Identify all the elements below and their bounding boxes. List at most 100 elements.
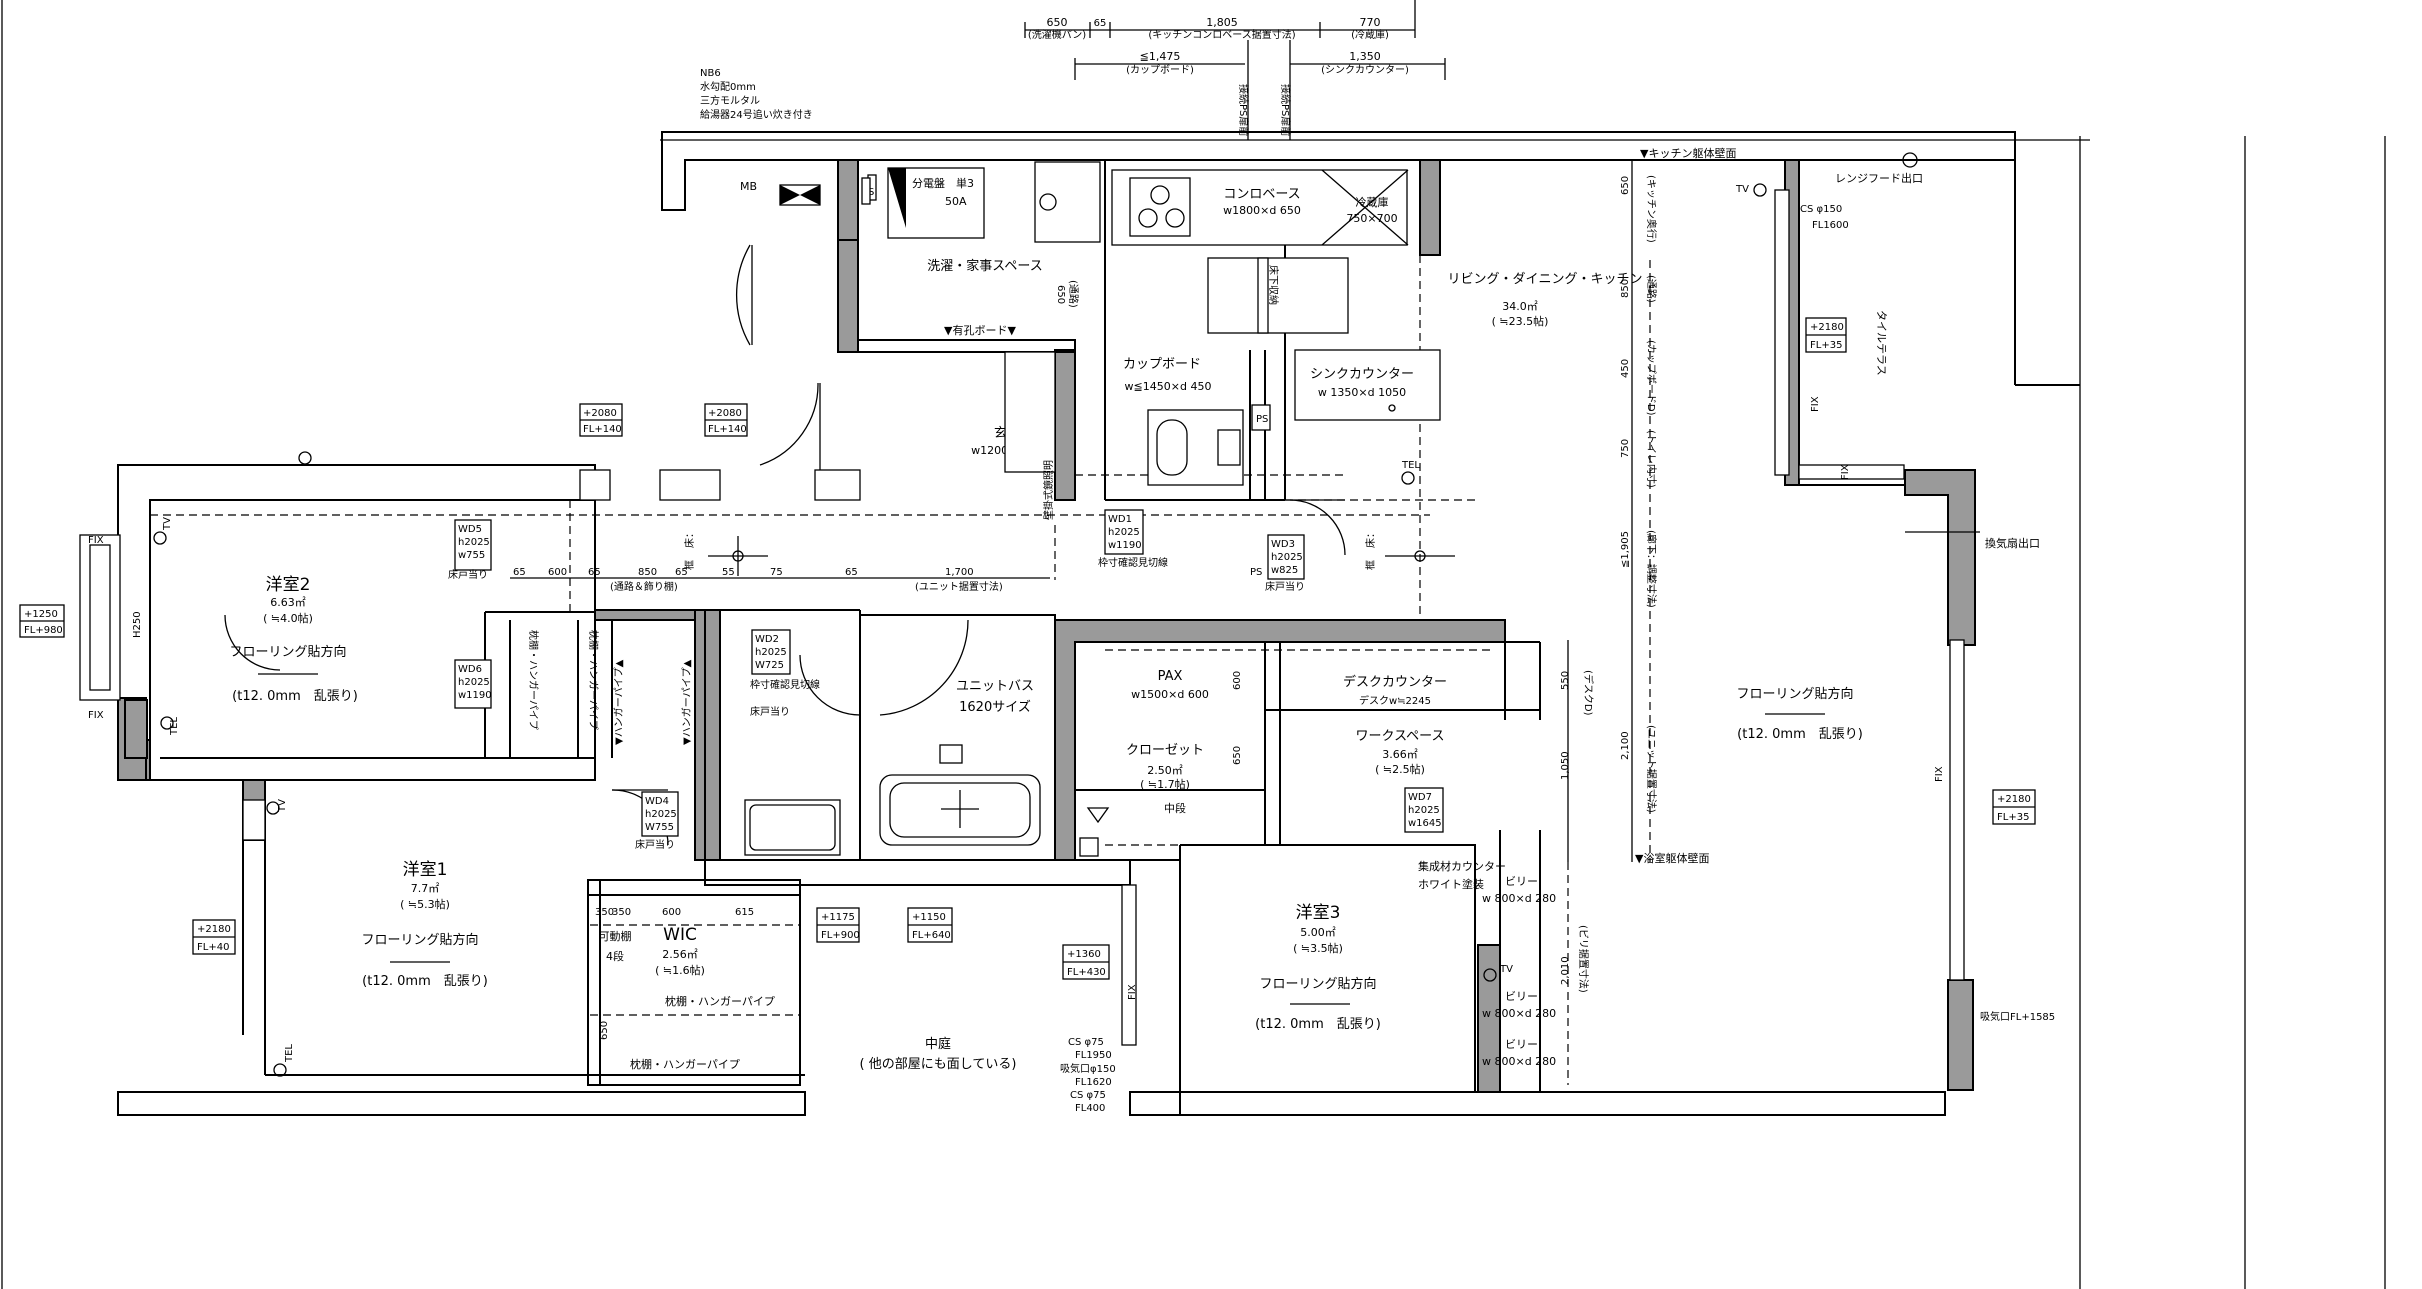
sink-size: w 1350×d 1050 [1318,386,1406,399]
level-8-a: +2180 [1810,322,1844,333]
closet-dim: 650 [1232,746,1243,765]
level-9-a: +2180 [1997,794,2031,805]
desk-shelf-2: ホワイト塗装 [1418,877,1484,891]
stove-size: w1800×d 650 [1223,204,1301,217]
room-tatami-y2: ( ≒4.0帖) [263,612,313,625]
wic-shelf2: 4段 [606,949,624,963]
courtyard-note: ( 他の部屋にも面している) [860,1057,1017,1072]
level-1-b: FL+140 [583,424,622,435]
door-wd3-note: 床戸当り [1265,580,1305,593]
floor-dir-y1: フローリング貼方向 [361,932,478,948]
rv-dim-7: 2,100 [1620,731,1631,760]
room-name-y1: 洋室1 [403,860,448,880]
pax-name: PAX [1158,669,1183,684]
room-workspace: ワークスペース 3.66㎡ ( ≒2.5帖) デスクカウンター デスクw≒224… [1343,674,1447,776]
door-wd4-w: W755 [645,822,674,833]
genkan-frame-2: 框 [1364,560,1377,570]
cv-dim-1: 1,050 [1560,751,1571,780]
level-3-a: +1250 [24,609,58,620]
closet-area: 2.50㎡ [1147,764,1183,777]
dim-sink: 1,350 [1349,50,1381,63]
wic-pipe2: 枕棚・ハンガーパイプ [630,1057,740,1071]
cs-center-6: FL400 [1075,1103,1105,1114]
floor-spec-y2: (t12. 0mm 乱張り) [232,689,358,704]
wic-dim-4: 615 [735,907,754,918]
rv-dim-4: 750 [1620,439,1631,458]
bath-wall-marker: ▼浴室躯体壁面 [1635,851,1709,865]
dim-top-3: 1,805 [1206,16,1238,29]
door-wd3-w: w825 [1271,565,1298,576]
door-wd7-w: w1645 [1408,818,1442,829]
rv-dim-1-note: (キッチン奥行) [1645,175,1658,243]
door-wd2-id: WD2 [755,634,779,645]
dim-top-2: 65 [1094,18,1107,29]
room-tatami-wic: ( ≒1.6帖) [655,964,705,977]
dim-top-4-note: (冷蔵庫) [1351,28,1389,41]
desk-shelf-1: 集成材カウンター [1418,859,1506,873]
corr-dim-2: 600 [548,567,567,578]
level-6-b: FL+640 [912,930,951,941]
dim-top-4: 770 [1360,16,1381,29]
top-dimensions: 650 (洗濯機パン) 65 1,805 (キッチンコンロベース据置寸法) 77… [1024,0,1446,140]
fix-4: FIX [1840,464,1851,480]
hanger-y2-1: 枕棚・ハンガーパイプ [527,630,540,730]
door-wd1-note: 枠寸確認見切線 [1098,556,1168,569]
cs-center-1: CS φ75 [1068,1037,1104,1048]
hanger-y2-2: 枕棚・ハンガーパイプ [587,630,600,730]
wic-dim-2: 350 [612,907,631,918]
floor-dir-y3: フローリング貼方向 [1259,976,1376,992]
rv-dim-5: ≦1,905 [1620,531,1631,568]
door-wd2-note2: 床戸当り [750,705,790,718]
level-tags: +2080 FL+140 +2080 FL+140 +1250 FL+980 +… [19,317,2036,980]
room-tatami-y3: ( ≒3.5帖) [1293,942,1343,955]
rv-dim-6-note: (デスクD) [1582,670,1595,716]
cs-center-2: FL1950 [1075,1050,1112,1061]
rv-dim-7-note: (ユニット据置寸法) [1645,725,1658,813]
level-4-b: FL+40 [197,942,229,953]
laundry-dim: 650 [1055,285,1066,304]
utility-note-4: 給湯器24号追い炊き付き [700,108,813,121]
door-wd6-id: WD6 [458,664,482,675]
corr-dim-5: 65 [675,567,688,578]
tel-1: TEL [169,717,180,736]
room-pax: PAX w1500×d 600 600 [1131,669,1243,701]
cupboard-name: カップボード [1123,357,1201,372]
wic-dim-v: 650 [599,1021,610,1040]
tv-3: TV [1499,964,1513,975]
wic-dim-3: 600 [662,907,681,918]
level-7-b: FL+430 [1067,967,1106,978]
hanger-left: ▼ハンガーパイプ▲ [613,659,625,745]
rv-dim-2-note: (通路) [1645,275,1658,303]
cv-dim-2: 2,010 [1560,956,1571,985]
workspace-tatami: ( ≒2.5帖) [1375,763,1425,776]
bath-size: 1620サイズ [959,699,1031,715]
genkan-frame-1: 框 [683,560,696,570]
panel-name: 分電盤 単3 [912,176,974,190]
door-wd4-id: WD4 [645,796,669,807]
level-7-a: +1360 [1067,949,1101,960]
genkan-floor-1: 床： [683,528,696,548]
range-hood-exit: レンジフード出口 [1835,171,1923,185]
desk-name: デスクカウンター [1343,674,1447,690]
dim-top-1: 650 [1047,16,1068,29]
utility-note-2: 水勾配0mm [700,80,756,93]
room-area-y2: 6.63㎡ [270,596,306,609]
tv-4: TV [1735,184,1749,195]
pax-dim: 600 [1232,671,1243,690]
door-wd1-w: w1190 [1108,540,1142,551]
floor-spec-y1: (t12. 0mm 乱張り) [362,974,488,989]
panel-amp: 50A [945,195,967,208]
wall-markers: ▼キッチン躯体壁面 ▼浴室躯体壁面 換気扇出口 レンジフード出口 [1635,146,2040,865]
floor-dir-y2: フローリング貼方向 [229,644,346,660]
room-name-y3: 洋室3 [1296,903,1341,923]
rv-dim-5-note: (廊下：調整寸法) [1645,530,1658,608]
room-area-y1: 7.7㎡ [411,882,440,895]
door-wd5-h: h2025 [458,537,490,548]
fix-1: FIX [88,535,104,546]
rv-dim-3-note: (カップボードD) [1645,340,1657,416]
h250-label: H250 [132,611,143,638]
sa-label: PS [1250,567,1262,578]
mb-label: MB [740,180,757,193]
cs-center-4: FL1620 [1075,1077,1112,1088]
